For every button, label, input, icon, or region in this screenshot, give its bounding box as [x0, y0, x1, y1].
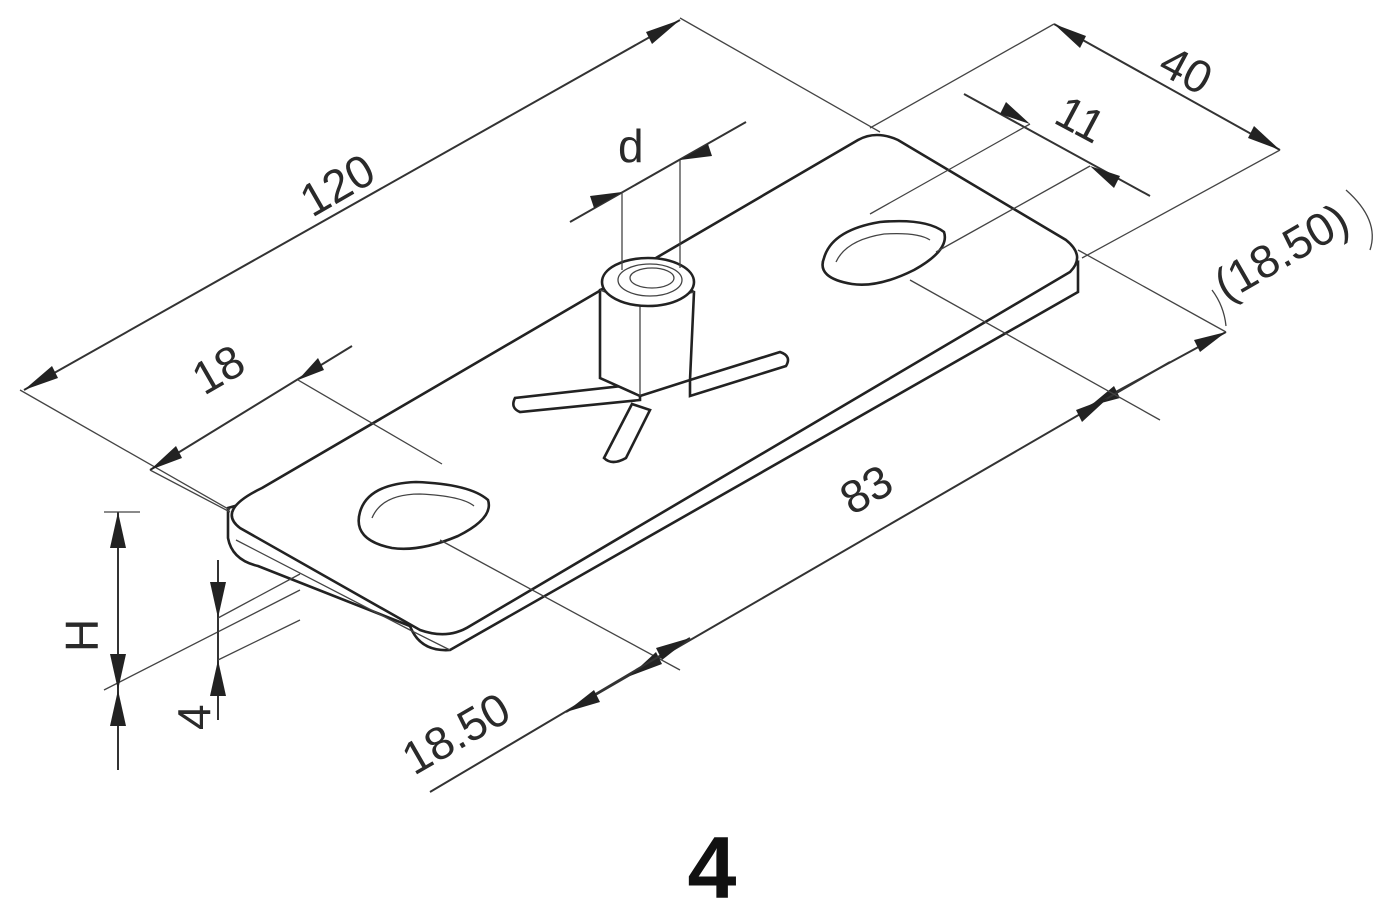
- dim-slot-edge-18: 18: [183, 334, 253, 405]
- dim-slot-spacing-83: 83: [831, 454, 901, 525]
- dim-height-H: H: [56, 619, 108, 652]
- dim-thickness-4: 4: [168, 704, 220, 730]
- dim-offset-bottom-18-50: 18.50: [393, 682, 519, 785]
- slot-rear: [821, 219, 947, 286]
- slot-front: [357, 480, 491, 551]
- legs: [512, 350, 790, 464]
- figure-number: 4: [688, 818, 737, 910]
- dimension-lines: [19, 17, 1373, 793]
- hex-nut: [598, 256, 696, 398]
- dim-length-120: 120: [291, 143, 383, 226]
- dim-width-40: 40: [1151, 35, 1221, 105]
- dim-slot-width-11: 11: [1047, 85, 1114, 153]
- dim-thread-d: d: [618, 120, 644, 172]
- dim-offset-right-18-50: (18.50): [1205, 193, 1357, 311]
